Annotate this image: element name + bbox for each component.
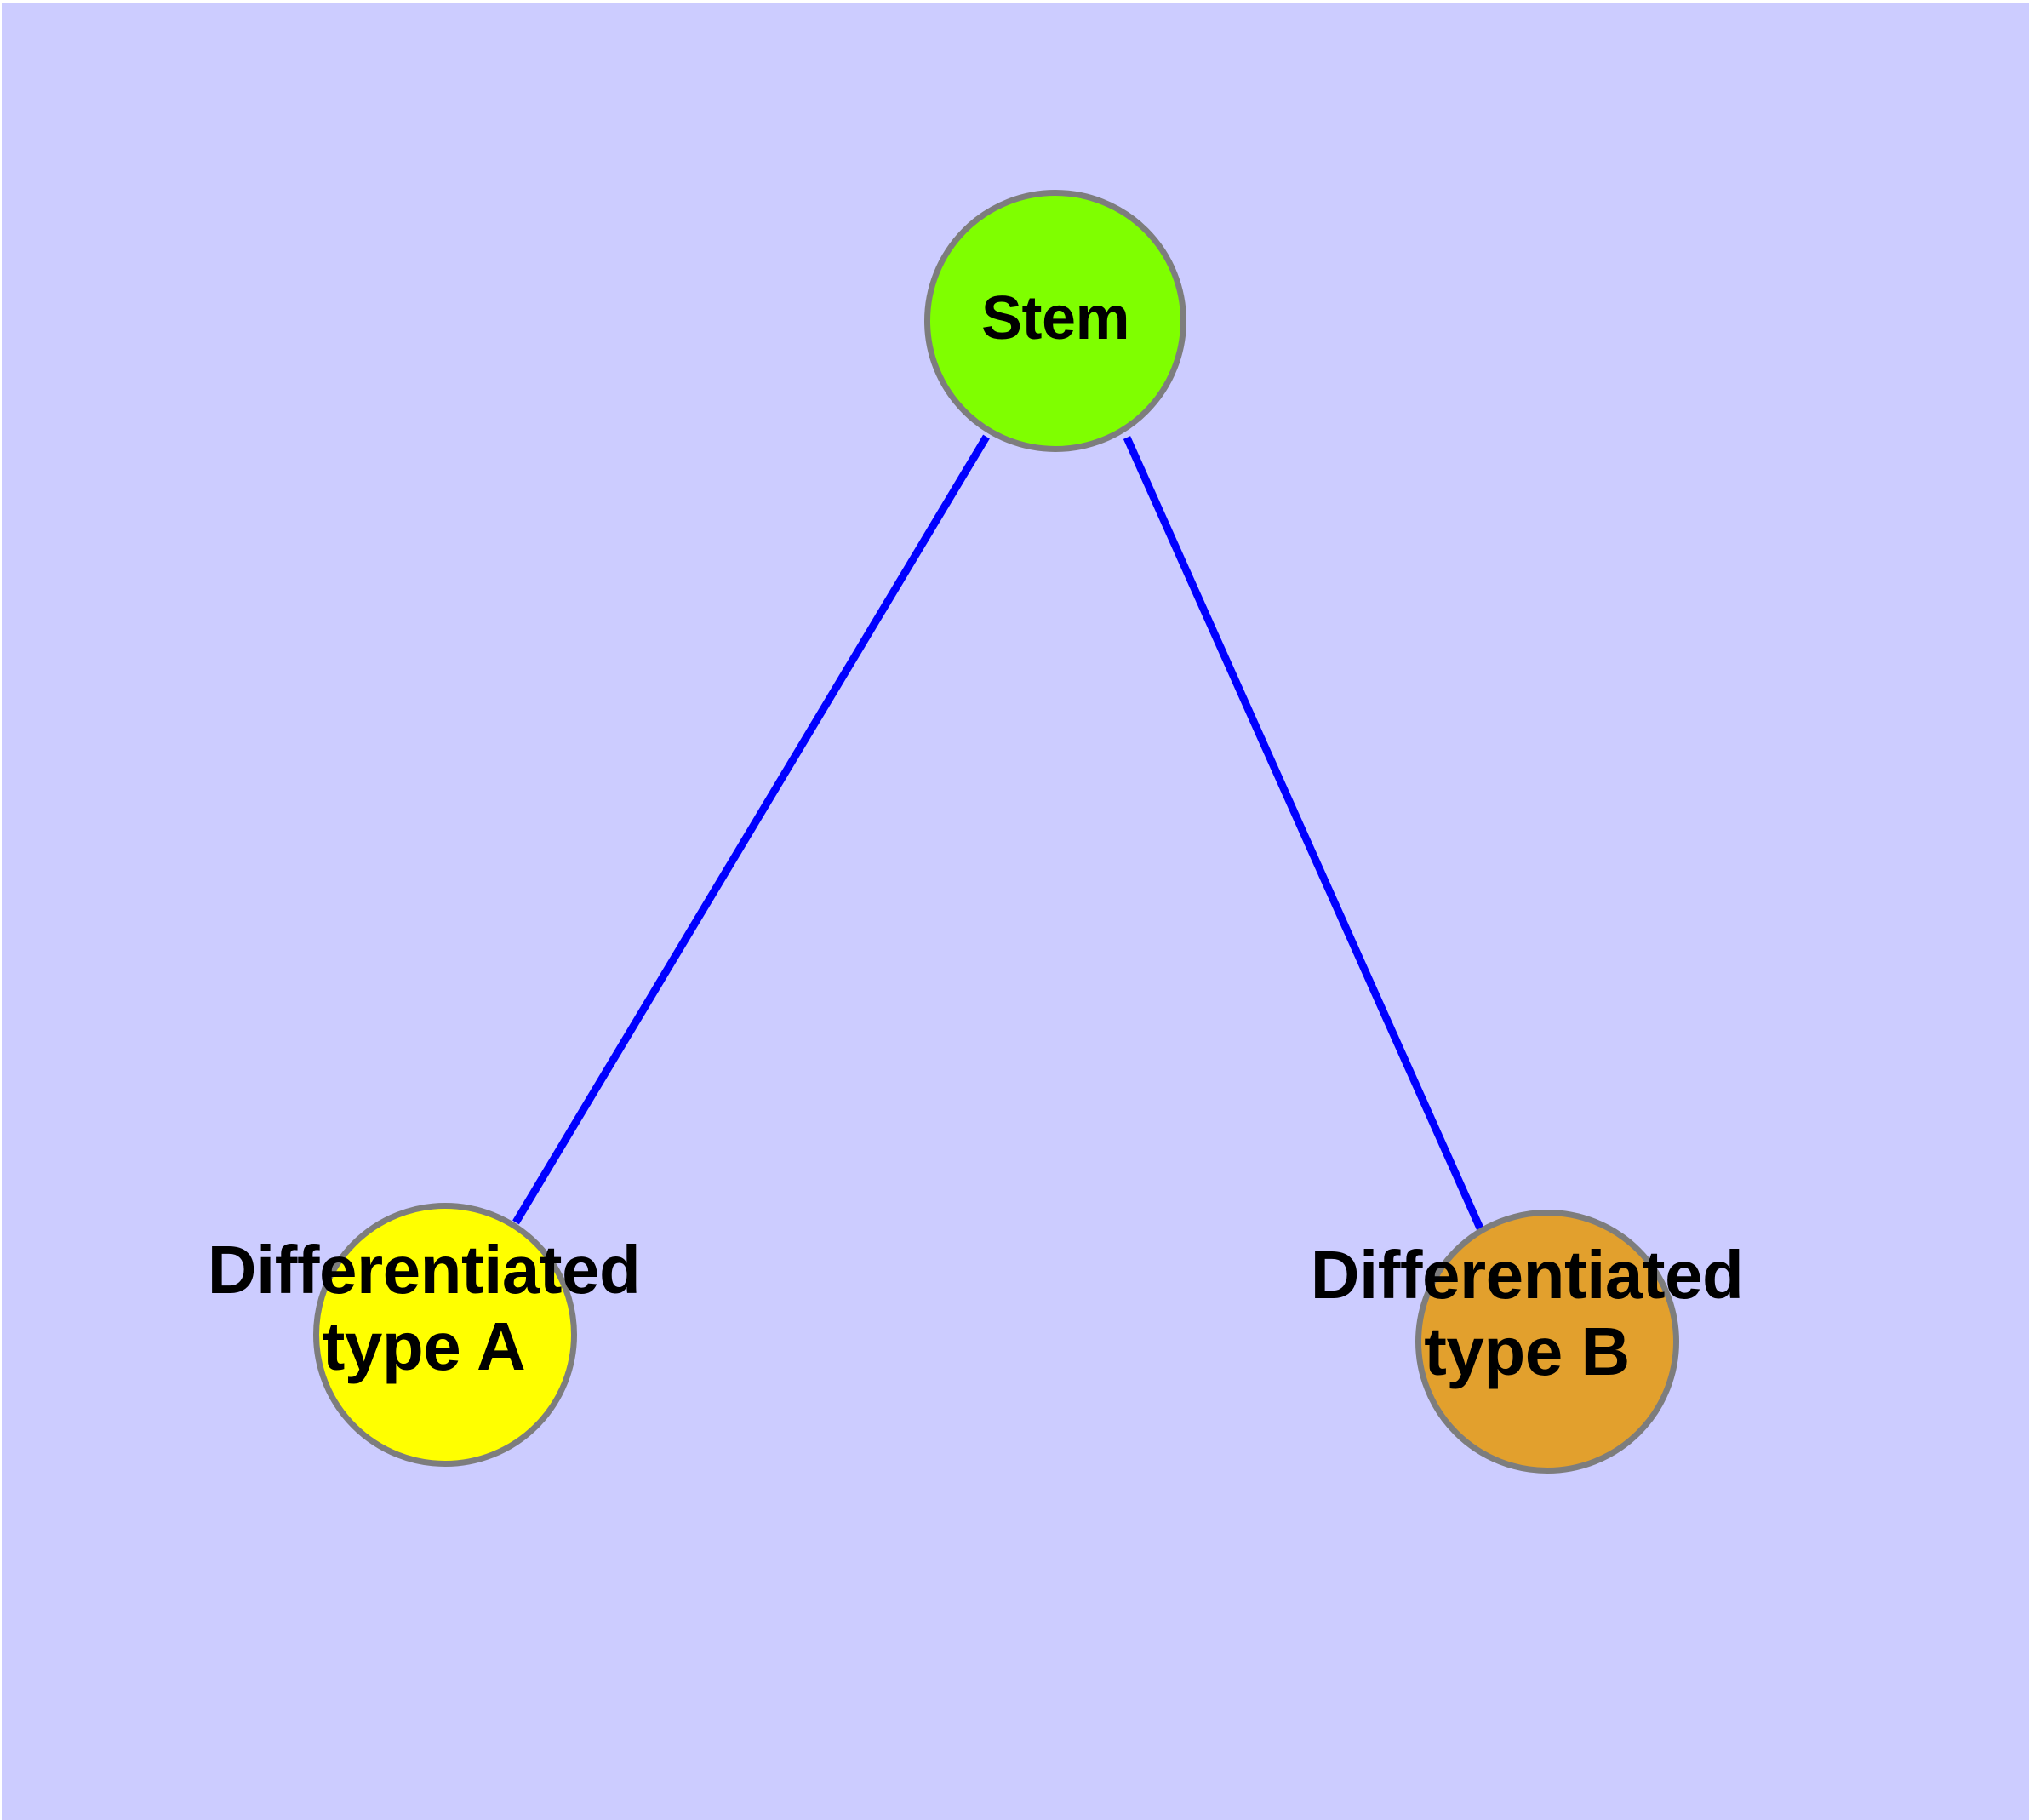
node-stem[interactable] xyxy=(924,190,1186,452)
graph-plane: Stem Differentiated type A Differentiate… xyxy=(2,3,2029,1820)
node-differentiated-type-b[interactable] xyxy=(1415,1210,1679,1474)
edge-stem-to-differentiated-type-b[interactable] xyxy=(1123,436,1485,1232)
edge-layer xyxy=(512,434,1485,1232)
node-differentiated-type-a[interactable] xyxy=(313,1203,577,1467)
edge-stem-to-differentiated-type-a[interactable] xyxy=(512,434,990,1225)
